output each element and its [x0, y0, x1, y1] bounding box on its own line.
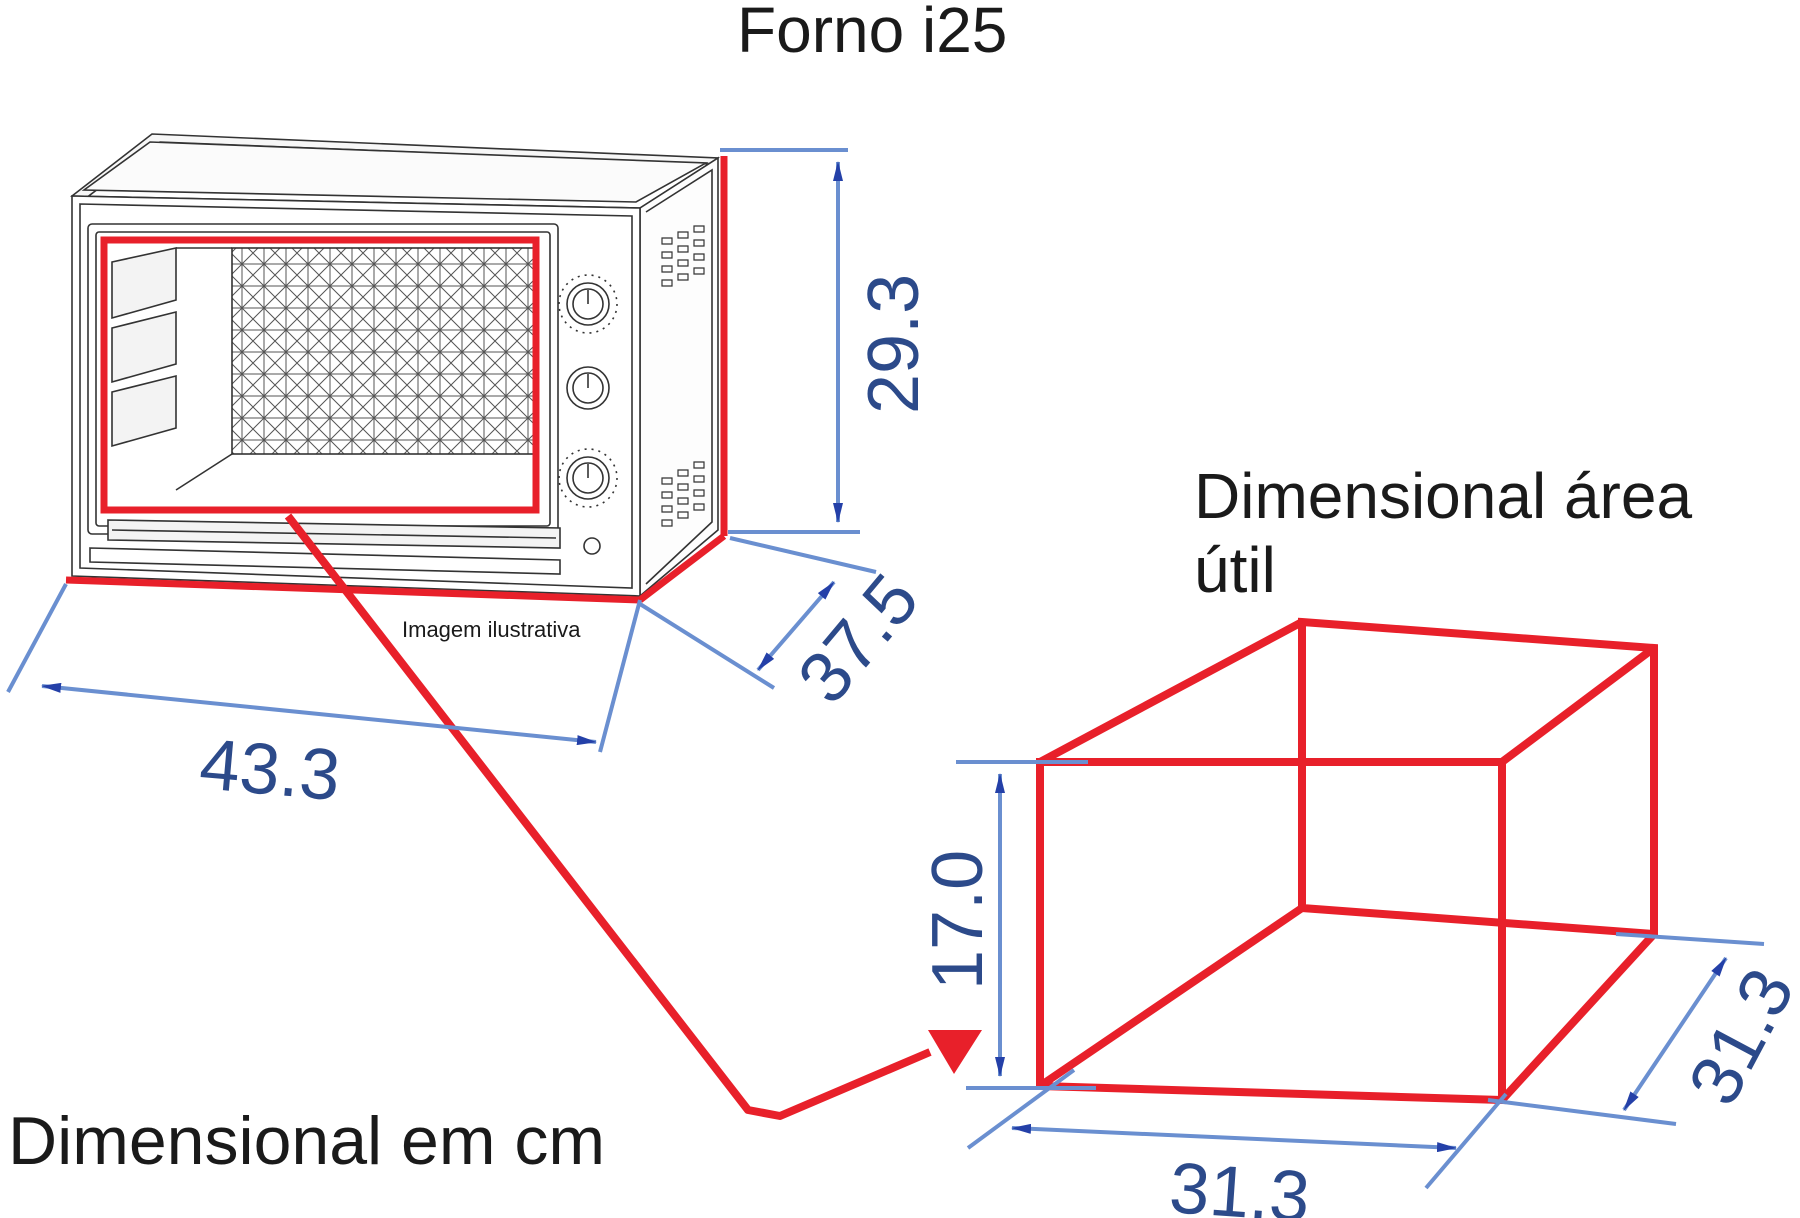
oven-illustration	[70, 133, 720, 598]
connector-arrow	[284, 513, 982, 1120]
usable-area-title-line1: Dimensional área	[1194, 460, 1692, 532]
oven-depth-label: 37.5	[783, 560, 934, 719]
oven-dimension-lines	[6, 148, 877, 753]
oven-width-label: 43.3	[197, 724, 344, 816]
image-note: Imagem ilustrativa	[402, 617, 581, 642]
usable-dimension-lines	[956, 760, 1765, 1190]
usable-width-label: 31.3	[1167, 1148, 1312, 1218]
page-title: Forno i25	[737, 0, 1007, 66]
oven-height-label: 29.3	[854, 274, 934, 414]
oven-red-highlights	[65, 156, 728, 604]
usable-area-title-line2: útil	[1194, 534, 1276, 606]
units-caption: Dimensional em cm	[8, 1103, 605, 1179]
usable-volume-box	[1036, 617, 1658, 1105]
usable-height-label: 17.0	[918, 850, 998, 990]
usable-depth-label: 31.3	[1673, 956, 1800, 1117]
